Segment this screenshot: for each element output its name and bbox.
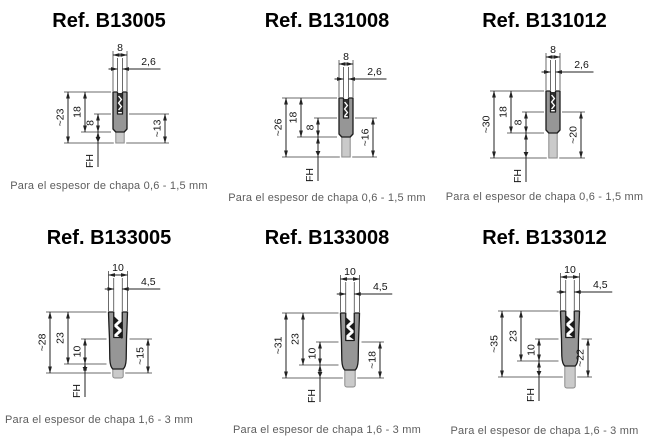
grip-tooth [569,320,575,329]
profile-body [107,311,129,370]
dim-label-slot-width: 2,6 [141,56,156,68]
grip-tooth [565,315,571,324]
grip-tooth [113,326,119,335]
dim-label-fh: FH [512,169,524,183]
grip-tooth [569,330,575,338]
dim-label-total-height: ~28 [37,333,49,351]
dim-label-right-height: ~22 [575,349,587,367]
profile-body [339,312,361,371]
dimension-arrow-fh [95,137,101,143]
dim-label-fh: FH [525,388,537,402]
dimension-arrow-fh [536,371,542,377]
thickness-caption: Para el espesor de chapa 1,6 - 3 mm [233,424,421,436]
dim-label-total-height: ~35 [489,335,501,353]
dimension-arrow-fh [315,151,321,157]
dim-label-fh: FH [306,389,318,403]
dim-label-top-width: 8 [550,44,556,56]
dim-label-right-height: ~13 [152,119,164,137]
dim-label-fh: FH [84,154,96,168]
grip-tooth [117,321,123,330]
dim-label-lower-height: 10 [526,344,538,356]
dim-label-lower-height: 8 [305,124,317,130]
ref-title: Ref. B133012 [482,227,607,249]
dim-label-right-height: ~20 [568,126,580,144]
ref-title: Ref. B131012 [482,10,607,32]
serration-zigzag [343,101,349,117]
grip-tooth [345,327,351,336]
thickness-caption: Para el espesor de chapa 1,6 - 3 mm [450,425,639,437]
dim-label-body-height: 18 [72,106,84,118]
grip-tooth [345,317,351,326]
serration-zigzag [550,94,556,110]
profile-stem [341,134,351,158]
dim-label-body-height: 18 [498,106,510,118]
dim-label-lower-height: 8 [513,119,525,125]
ref-title: Ref. B133008 [264,227,390,249]
dim-label-lower-height: 10 [307,348,319,360]
profile-body [112,91,128,133]
dim-label-body-height: 23 [508,330,520,342]
thickness-caption: Para el espesor de chapa 0,6 - 1,5 mm [445,191,644,203]
thickness-caption: Para el espesor de chapa 0,6 - 1,5 mm [228,192,426,204]
profile-body [559,310,581,367]
thickness-caption: Para el espesor de chapa 0,6 - 1,5 mm [10,180,208,192]
grip-tooth [349,332,355,340]
dim-label-body-height: 18 [288,112,300,124]
dim-label-slot-width: 2,6 [574,59,589,71]
dimension-arrow-fh [317,372,323,378]
dim-label-top-width: 8 [343,51,349,63]
dim-label-slot-width: 4,5 [373,281,388,293]
ref-title: Ref. B133005 [46,227,172,249]
dim-label-total-height: ~23 [55,108,67,126]
ref-title: Ref. B13005 [52,10,166,32]
serration-zigzag [117,95,123,111]
dim-label-slot-width: 4,5 [593,279,608,291]
ref-title: Ref. B131008 [264,10,390,32]
dim-label-top-width: 8 [117,42,123,54]
profile-stem [548,130,558,159]
dim-label-fh: FH [71,384,83,398]
profile-body [338,97,354,138]
dim-label-right-height: ~15 [135,347,147,365]
profile-body [545,90,561,134]
dim-label-right-height: ~18 [367,351,379,369]
dim-label-top-width: 10 [564,264,576,276]
dim-label-lower-height: 10 [72,346,84,358]
dim-label-lower-height: 8 [85,120,97,126]
dim-label-top-width: 10 [344,266,356,278]
dim-label-top-width: 10 [112,262,124,274]
grip-tooth [113,316,119,325]
dim-label-fh: FH [304,168,316,182]
dim-label-total-height: ~31 [273,336,285,354]
dimension-arrow-fh [523,152,529,158]
dim-label-slot-width: 2,6 [367,66,382,78]
dim-label-body-height: 23 [290,333,302,345]
dim-label-right-height: ~16 [360,128,372,146]
thickness-caption: Para el espesor de chapa 1,6 - 3 mm [5,414,193,426]
dim-label-body-height: 23 [55,332,67,344]
grip-tooth [565,325,571,334]
dim-label-total-height: ~26 [273,118,285,136]
dim-label-slot-width: 4,5 [141,276,156,288]
dim-label-total-height: ~30 [481,115,493,133]
grip-tooth [349,322,355,331]
serration-channel [117,93,123,112]
dimension-arrow-fh [82,367,88,373]
grip-tooth [117,331,123,339]
